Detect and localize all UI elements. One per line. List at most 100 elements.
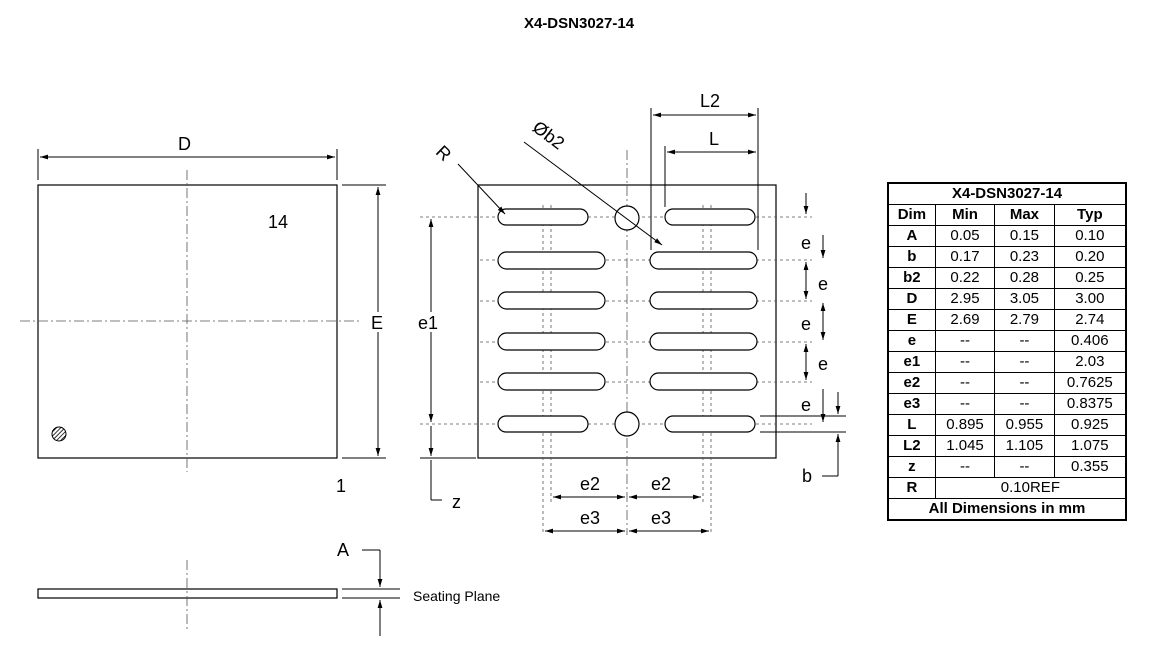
cell-max: -- <box>994 456 1055 478</box>
label-e-1: e <box>801 233 811 253</box>
table-row: z----0.355 <box>887 456 1127 478</box>
label-b2: Øb2 <box>529 117 568 153</box>
cell-dim: E <box>887 309 936 331</box>
top-view-body <box>37 184 338 459</box>
cell-min: 0.17 <box>934 246 996 268</box>
cell-dim: e1 <box>887 351 936 373</box>
cell-max: 0.15 <box>994 225 1055 247</box>
pad-row4-left <box>497 332 606 351</box>
cell-typ: 0.7625 <box>1053 372 1127 394</box>
pad-row6-left <box>497 415 589 433</box>
cell-typ: 2.03 <box>1053 351 1127 373</box>
cell-typ: 2.74 <box>1053 309 1127 331</box>
cell-dim: b2 <box>887 267 936 289</box>
label-e2-left: e2 <box>580 474 600 494</box>
leader-R <box>457 163 506 215</box>
cell-min: -- <box>934 456 996 478</box>
cell-max: 2.79 <box>994 309 1055 331</box>
cell-max: -- <box>994 393 1055 415</box>
round-pad-bottom <box>614 411 640 437</box>
cell-min: 1.045 <box>934 435 996 457</box>
pad-row4-right <box>649 332 758 351</box>
pad-row3-right <box>649 291 758 310</box>
pad-row1-right <box>664 208 756 226</box>
cell-min: 2.69 <box>934 309 996 331</box>
label-D: D <box>178 134 191 154</box>
pin1-marker-icon <box>51 426 67 442</box>
table-row: e3----0.8375 <box>887 393 1127 415</box>
cell-min: 0.895 <box>934 414 996 436</box>
label-z: z <box>452 492 461 512</box>
cell-max: -- <box>994 372 1055 394</box>
cell-min: -- <box>934 330 996 352</box>
cell-dim: A <box>887 225 936 247</box>
col-header-max: Max <box>994 204 1055 226</box>
cell-dim: z <box>887 456 936 478</box>
table-footer: All Dimensions in mm <box>887 498 1127 521</box>
cell-min: -- <box>934 372 996 394</box>
pad-row2-left <box>497 251 606 270</box>
side-view-body <box>37 588 338 599</box>
cell-dim: L <box>887 414 936 436</box>
label-e-3: e <box>801 314 811 334</box>
cell-max: -- <box>994 330 1055 352</box>
seating-plane-label: Seating Plane <box>413 588 500 604</box>
cell-dim: D <box>887 288 936 310</box>
table-row: e----0.406 <box>887 330 1127 352</box>
pin1-label: 1 <box>336 476 346 496</box>
label-e2-right: e2 <box>651 474 671 494</box>
label-L: L <box>709 129 719 149</box>
cell-typ: 0.20 <box>1053 246 1127 268</box>
leader-b2 <box>523 141 663 246</box>
pin14-label: 14 <box>268 212 288 232</box>
pad-row5-right <box>649 372 758 391</box>
cell-max: 0.28 <box>994 267 1055 289</box>
pad-row2-right <box>649 251 758 270</box>
cell-min: 2.95 <box>934 288 996 310</box>
cell-dim: R <box>887 477 936 499</box>
cell-typ: 1.075 <box>1053 435 1127 457</box>
cell-max: -- <box>994 351 1055 373</box>
pad-row1-left <box>497 208 589 226</box>
pad-row3-left <box>497 291 606 310</box>
cell-max: 0.955 <box>994 414 1055 436</box>
top-view: 14 1 D E <box>20 134 390 496</box>
drawing-title: X4-DSN3027-14 <box>523 15 635 32</box>
cell-min: 0.22 <box>934 267 996 289</box>
pad-row5-left <box>497 372 606 391</box>
cell-typ: 0.925 <box>1053 414 1127 436</box>
table-row-R: R 0.10REF <box>887 477 1127 499</box>
table-caption: X4-DSN3027-14 <box>887 182 1127 205</box>
label-L2: L2 <box>700 91 720 111</box>
cell-max: 3.05 <box>994 288 1055 310</box>
cell-typ: 0.25 <box>1053 267 1127 289</box>
round-pad-top <box>614 205 640 231</box>
pad-row6-right <box>664 415 756 433</box>
label-e-5: e <box>801 395 811 415</box>
bottom-view: R Øb2 L2 L e1 z e e e e e <box>416 91 846 535</box>
label-e3-right: e3 <box>651 508 671 528</box>
cell-dim: b <box>887 246 936 268</box>
col-header-min: Min <box>934 204 996 226</box>
label-e-2: e <box>818 274 828 294</box>
label-R: R <box>432 142 455 165</box>
cell-typ: 0.10 <box>1053 225 1127 247</box>
label-e1: e1 <box>418 313 438 333</box>
cell-min: -- <box>934 393 996 415</box>
side-view: A Seating Plane <box>37 540 500 636</box>
cell-dim: e2 <box>887 372 936 394</box>
cell-max: 0.23 <box>994 246 1055 268</box>
cell-min: -- <box>934 351 996 373</box>
label-E: E <box>371 313 383 333</box>
col-header-typ: Typ <box>1053 204 1127 226</box>
cell-dim: L2 <box>887 435 936 457</box>
